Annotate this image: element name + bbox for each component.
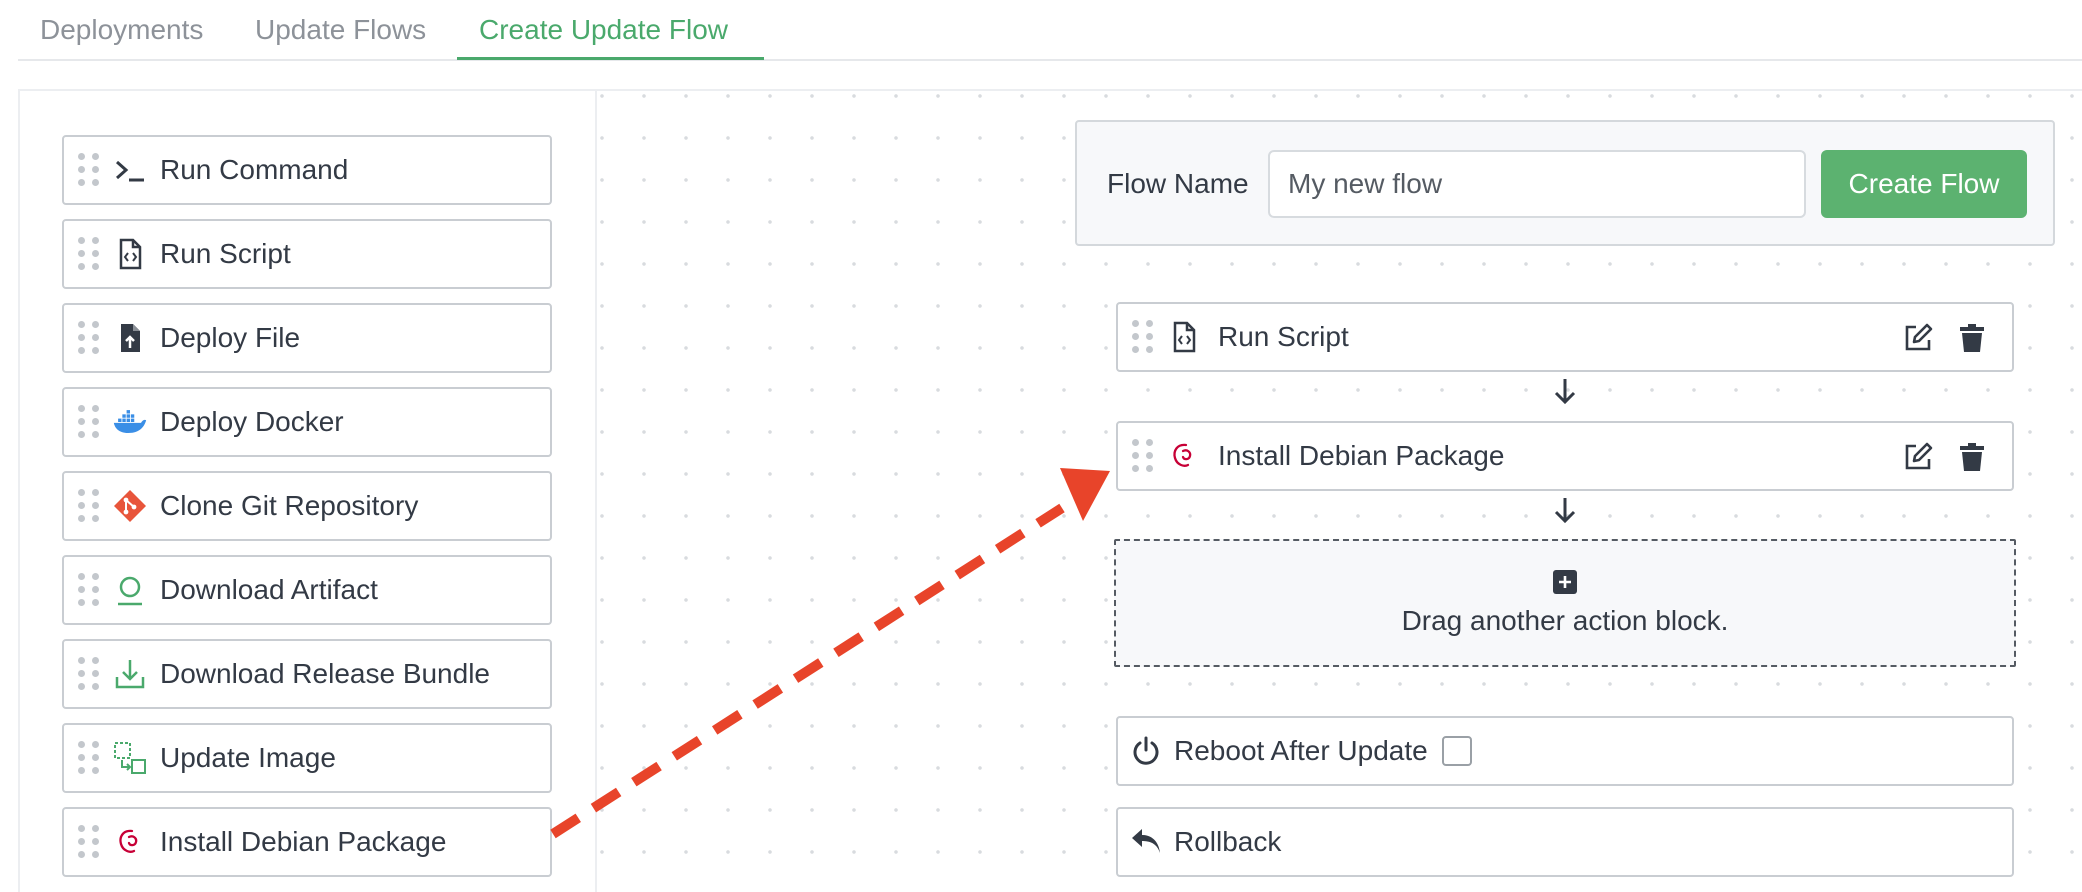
tab-create-update-flow[interactable]: Create Update Flow bbox=[479, 14, 729, 45]
trash-icon[interactable] bbox=[1956, 441, 1988, 473]
debian-icon bbox=[1166, 438, 1202, 474]
rollback-option[interactable]: Rollback bbox=[1116, 807, 2014, 877]
flow-name-panel: Flow Name Create Flow bbox=[1075, 120, 2055, 246]
drag-handle-icon[interactable] bbox=[78, 153, 100, 187]
arrow-down-icon bbox=[1554, 379, 1576, 405]
drag-handle-icon[interactable] bbox=[1132, 320, 1154, 354]
tab-deployments[interactable]: Deployments bbox=[40, 14, 204, 45]
terminal-icon bbox=[112, 152, 148, 188]
arrow-down-icon bbox=[1554, 498, 1576, 524]
tab-bar: Deployments Update Flows Create Update F… bbox=[18, 0, 2082, 61]
flow-step-install-debian-package[interactable]: Install Debian Package bbox=[1116, 421, 2014, 491]
git-icon bbox=[112, 488, 148, 524]
flow-step-label: Install Debian Package bbox=[1218, 440, 1505, 471]
drag-handle-icon[interactable] bbox=[78, 825, 100, 859]
drag-handle-icon[interactable] bbox=[78, 657, 100, 691]
active-tab-indicator bbox=[457, 57, 764, 60]
action-block-palette: Run Command Run Script Deploy File Deplo… bbox=[20, 91, 597, 892]
drag-handle-icon[interactable] bbox=[78, 741, 100, 775]
drag-handle-icon[interactable] bbox=[1132, 439, 1154, 473]
drag-handle-icon[interactable] bbox=[78, 321, 100, 355]
action-block-label: Deploy Docker bbox=[160, 406, 344, 437]
action-block-install-debian-package[interactable]: Install Debian Package bbox=[62, 807, 552, 877]
flow-name-input[interactable] bbox=[1268, 150, 1806, 218]
action-block-update-image[interactable]: Update Image bbox=[62, 723, 552, 793]
action-block-run-script[interactable]: Run Script bbox=[62, 219, 552, 289]
drag-handle-icon[interactable] bbox=[78, 237, 100, 271]
rollback-label: Rollback bbox=[1174, 826, 1282, 857]
download-artifact-icon bbox=[112, 572, 148, 608]
docker-icon bbox=[112, 404, 148, 440]
action-block-download-release-bundle[interactable]: Download Release Bundle bbox=[62, 639, 552, 709]
flow-step-run-script[interactable]: Run Script bbox=[1116, 302, 2014, 372]
debian-icon bbox=[112, 824, 148, 860]
dropzone-text: Drag another action block. bbox=[1401, 605, 1729, 636]
action-block-label: Run Script bbox=[160, 238, 291, 269]
action-block-label: Download Artifact bbox=[160, 574, 378, 605]
drag-handle-icon[interactable] bbox=[78, 573, 100, 607]
create-flow-button[interactable]: Create Flow bbox=[1821, 150, 2027, 218]
action-block-label: Download Release Bundle bbox=[160, 658, 490, 689]
reboot-after-update-checkbox[interactable] bbox=[1441, 736, 1472, 766]
action-block-deploy-docker[interactable]: Deploy Docker bbox=[62, 387, 552, 457]
action-block-label: Deploy File bbox=[160, 322, 301, 353]
reboot-after-update-option: Reboot After Update bbox=[1116, 716, 2014, 786]
file-code-icon bbox=[112, 236, 148, 272]
action-block-label: Update Image bbox=[160, 742, 336, 773]
drag-handle-icon[interactable] bbox=[78, 489, 100, 523]
action-block-dropzone[interactable]: Drag another action block. bbox=[1114, 539, 2016, 667]
update-image-icon bbox=[112, 740, 148, 776]
drag-handle-icon[interactable] bbox=[78, 405, 100, 439]
flow-step-label: Run Script bbox=[1218, 321, 1349, 352]
flow-name-label: Flow Name bbox=[1107, 168, 1249, 199]
action-block-label: Install Debian Package bbox=[160, 826, 447, 857]
power-icon bbox=[1128, 733, 1164, 769]
step-actions bbox=[1902, 322, 1988, 354]
reboot-after-update-label: Reboot After Update bbox=[1174, 735, 1428, 766]
tab-update-flows[interactable]: Update Flows bbox=[255, 14, 427, 45]
undo-icon bbox=[1128, 824, 1164, 860]
file-upload-icon bbox=[112, 320, 148, 356]
action-block-download-artifact[interactable]: Download Artifact bbox=[62, 555, 552, 625]
download-icon bbox=[112, 656, 148, 692]
action-block-deploy-file[interactable]: Deploy File bbox=[62, 303, 552, 373]
step-actions bbox=[1902, 441, 1988, 473]
edit-icon[interactable] bbox=[1902, 441, 1934, 473]
trash-icon[interactable] bbox=[1956, 322, 1988, 354]
action-block-run-command[interactable]: Run Command bbox=[62, 135, 552, 205]
file-code-icon bbox=[1166, 319, 1202, 355]
action-block-label: Clone Git Repository bbox=[160, 490, 419, 521]
plus-square-icon bbox=[1553, 570, 1577, 594]
action-block-clone-git-repository[interactable]: Clone Git Repository bbox=[62, 471, 552, 541]
action-block-label: Run Command bbox=[160, 154, 349, 185]
edit-icon[interactable] bbox=[1902, 322, 1934, 354]
